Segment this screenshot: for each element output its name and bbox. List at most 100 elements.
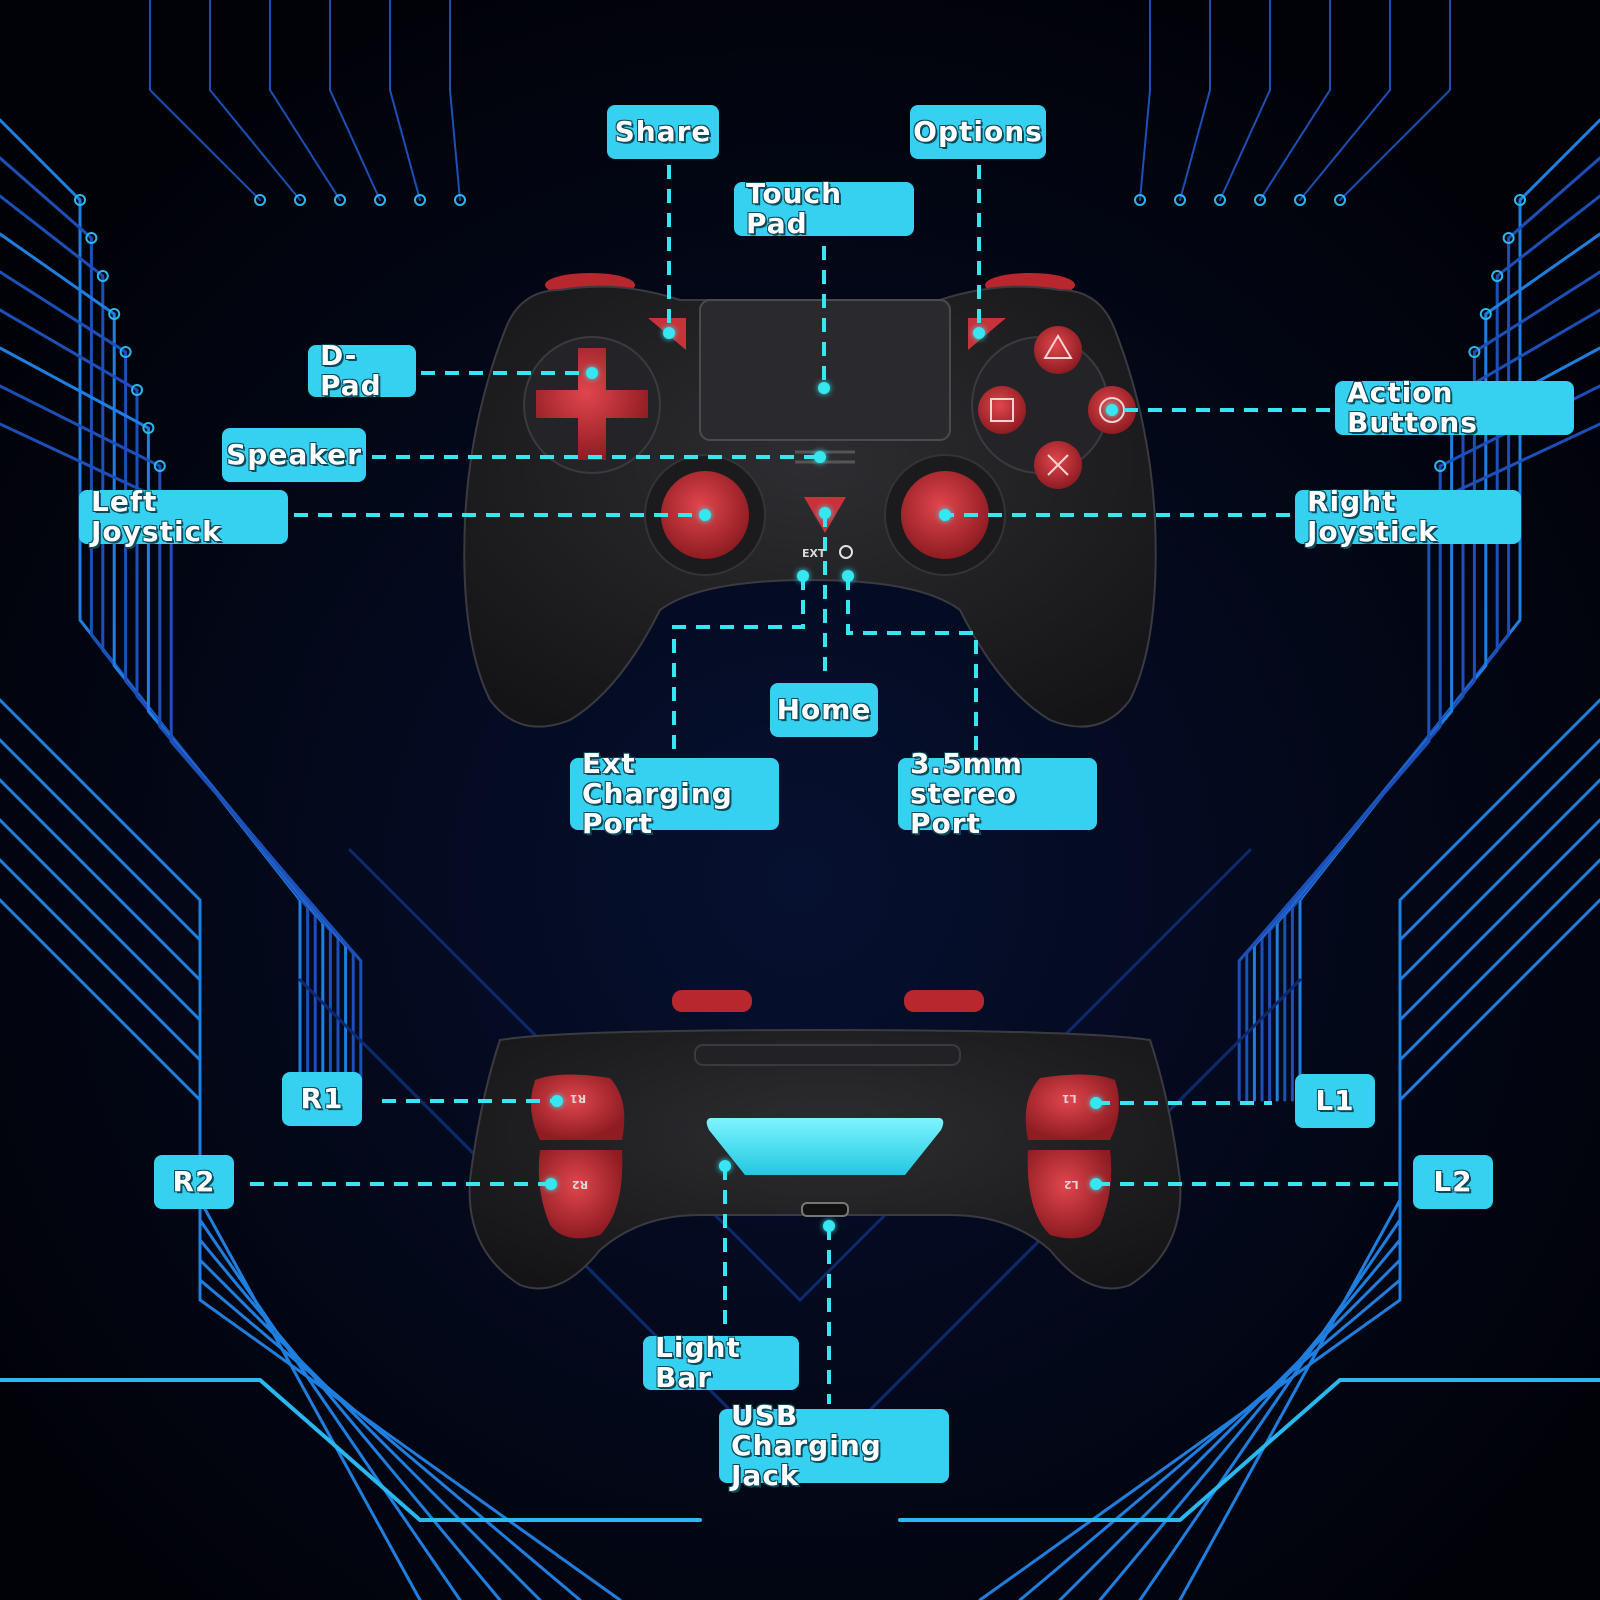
dot-touch-pad	[818, 382, 830, 394]
circuit-trace	[0, 1378, 702, 1522]
circuit-node	[96, 270, 109, 282]
ext-port-marking: EXT	[802, 547, 826, 560]
circuit-node	[1502, 232, 1515, 244]
label-l2: L2	[1413, 1155, 1493, 1209]
dot-home	[819, 507, 831, 519]
triangle-button[interactable]	[1034, 326, 1082, 374]
square-icon	[990, 398, 1014, 422]
circuit-trace	[1237, 422, 1600, 1102]
circuit-node	[1174, 194, 1186, 206]
circuit-node	[85, 232, 98, 244]
left-stick-top	[672, 990, 752, 1012]
circuit-trace	[269, 0, 341, 201]
circuit-trace	[1298, 118, 1600, 1102]
circuit-trace	[1259, 0, 1331, 201]
dot-light-bar	[719, 1160, 731, 1172]
dot-usb-jack	[823, 1220, 835, 1232]
front-controller	[463, 273, 1157, 728]
label-light-bar: Light Bar	[643, 1333, 799, 1393]
r1-trigger[interactable]	[531, 1074, 625, 1140]
label-action-buttons: Action Buttons	[1335, 378, 1574, 438]
circuit-node	[108, 308, 121, 320]
back-edge	[694, 1044, 961, 1066]
circuit-node	[374, 194, 386, 206]
circuit-node	[142, 422, 155, 434]
dot-stereo-port	[842, 570, 854, 582]
r2-trigger-marking: R2	[572, 1178, 589, 1191]
label-touch-pad: Touch Pad	[734, 179, 914, 239]
touch-pad[interactable]	[699, 299, 951, 441]
circuit-node	[334, 194, 346, 206]
circuit-trace	[0, 346, 348, 1102]
circuit-trace	[0, 422, 363, 1102]
back-controller	[468, 990, 1182, 1290]
circuit-node	[1254, 194, 1266, 206]
square-button[interactable]	[978, 386, 1026, 434]
circuit-trace	[0, 308, 340, 1102]
dot-share	[663, 327, 675, 339]
circuit-trace	[1283, 194, 1600, 1102]
l2-trigger[interactable]	[1027, 1150, 1112, 1239]
dot-ext-port	[797, 570, 809, 582]
circuit-node	[1434, 460, 1447, 472]
speaker-grille	[795, 450, 855, 464]
circuit-trace	[149, 0, 261, 201]
circuit-trace	[1139, 0, 1151, 201]
circuit-trace	[0, 232, 325, 1102]
circuit-node	[1468, 346, 1481, 358]
circuit-trace	[1339, 0, 1451, 201]
label-r1: R1	[282, 1072, 362, 1126]
label-options: Options	[910, 105, 1046, 159]
dot-options	[973, 327, 985, 339]
dot-r1	[551, 1095, 563, 1107]
label-usb-charging-jack: USB Charging Jack	[719, 1401, 949, 1491]
circuit-node	[294, 194, 306, 206]
dot-d-pad	[586, 367, 598, 379]
dot-left-joystick	[699, 509, 711, 521]
circuit-trace	[1219, 0, 1271, 201]
light-bar	[706, 1118, 944, 1175]
circuit-trace	[898, 1378, 1600, 1522]
label-speaker: Speaker	[222, 428, 366, 482]
dot-l1	[1090, 1097, 1102, 1109]
circuit-trace	[0, 270, 332, 1102]
dpad[interactable]	[536, 348, 648, 460]
circuit-trace	[1268, 270, 1600, 1102]
circuit-node	[1294, 194, 1306, 206]
cross-icon	[1047, 454, 1069, 476]
dot-speaker	[814, 451, 826, 463]
circuit-node	[131, 384, 143, 396]
label-stereo-port: 3.5mm stereo Port	[898, 749, 1097, 839]
usb-jack	[801, 1202, 849, 1217]
circuit-node	[1214, 194, 1226, 206]
circuit-trace	[1275, 232, 1600, 1102]
right-stick-top	[904, 990, 984, 1012]
circuit-node	[414, 194, 426, 206]
circuit-node	[1514, 194, 1526, 206]
label-share: Share	[607, 105, 719, 159]
circuit-node	[74, 194, 86, 206]
r2-trigger[interactable]	[538, 1150, 623, 1239]
label-ext-charging-port: Ext Charging Port	[570, 749, 779, 839]
circuit-node	[1334, 194, 1346, 206]
circuit-node	[119, 346, 132, 358]
circuit-node	[1134, 194, 1146, 206]
circuit-node	[153, 460, 166, 472]
circuit-trace	[0, 156, 310, 1102]
circuit-trace	[1290, 156, 1600, 1102]
circuit-trace	[348, 848, 1252, 1303]
label-right-joystick: Right Joystick	[1295, 487, 1521, 547]
label-r2: R2	[154, 1155, 234, 1209]
circuit-trace	[1260, 308, 1600, 1102]
circuit-node	[454, 194, 466, 206]
circuit-trace	[1299, 0, 1391, 201]
label-left-joystick: Left Joystick	[79, 487, 288, 547]
dot-right-joystick	[939, 509, 951, 521]
l1-trigger[interactable]	[1025, 1074, 1119, 1140]
label-d-pad: D-Pad	[308, 341, 416, 401]
circuit-trace	[0, 384, 355, 1102]
circuit-node	[1491, 270, 1504, 282]
circuit-node	[1479, 308, 1492, 320]
